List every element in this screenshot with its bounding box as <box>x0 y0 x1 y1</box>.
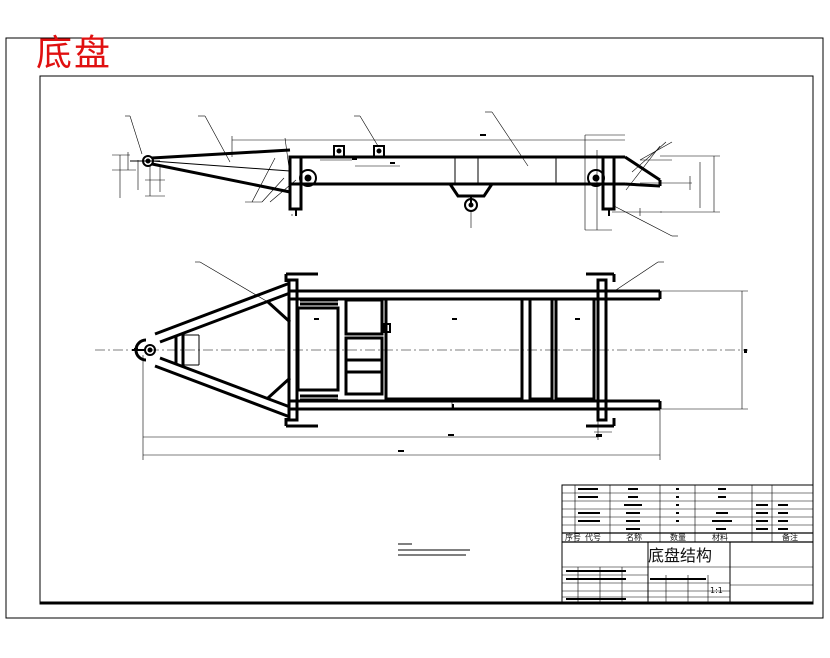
plan-view <box>95 272 748 428</box>
drawing-notes <box>398 543 470 556</box>
side-view-dimensions <box>112 134 720 231</box>
parts-header-code: 代号 <box>585 533 601 542</box>
corner-title: 底盘 <box>36 33 113 74</box>
parts-header-material: 材料 <box>712 533 728 542</box>
annotation-marks <box>134 134 747 452</box>
outer-trim-frame <box>5 37 824 619</box>
title-block <box>561 484 814 604</box>
parts-header-seq: 序号 <box>565 533 581 542</box>
parts-header-qty: 数量 <box>670 533 686 542</box>
side-view-leaders <box>125 111 678 237</box>
side-view <box>130 145 662 228</box>
parts-list-marks <box>566 488 788 600</box>
parts-header-remark: 备注 <box>782 533 798 542</box>
parts-header-name: 名称 <box>626 533 642 542</box>
title-block-drawing-title: 底盘结构 <box>648 546 713 565</box>
title-block-scale: 1:1 <box>710 586 723 595</box>
plan-view-dimensions <box>142 261 748 460</box>
